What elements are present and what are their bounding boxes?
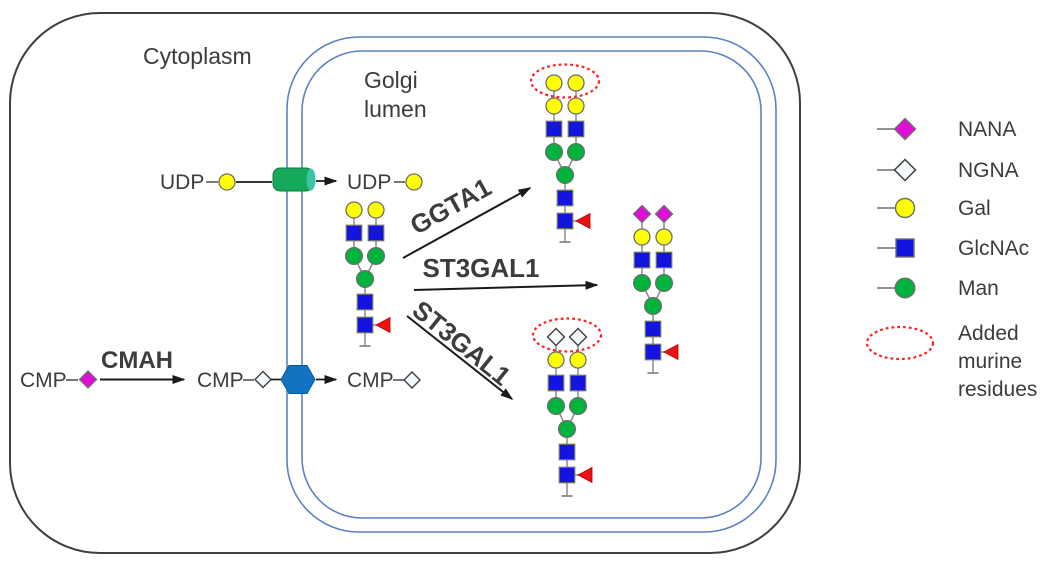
gal-icon [569,351,587,369]
legend-label-glcnac: GlcNAc [958,237,1029,260]
gal-icon [545,74,563,92]
legend-label-added-line1: Added [958,322,1019,345]
glycan-nana-product [632,204,679,374]
glcnac-icon [547,374,565,392]
nana-icon [78,370,98,389]
glcnac-icon [558,443,576,461]
glcnac-icon [356,316,374,334]
man-icon [544,142,564,162]
gal-icon [367,201,385,219]
added-murine-ellipse-icon [529,63,601,99]
glcnac-icon [545,120,563,138]
legend-label-man: Man [958,277,999,300]
ngna-icon [254,370,272,389]
legend-item-man: Man [877,277,999,300]
gal-icon [633,228,651,246]
legend-item-added-murine: Added murine residues [865,322,1037,401]
added-murine-ellipse-icon [865,325,935,361]
glcnac-icon [556,189,574,207]
legend-item-nana: NANA [877,117,1016,141]
legend-item-ngna: NGNA [877,158,1019,182]
golgi-lumen-label-line1: Golgi [364,67,418,93]
man-icon [555,165,575,185]
fucose-icon [375,316,391,334]
glcnac-icon [644,343,662,361]
gal-icon [545,97,563,115]
glycan-ngna-product [531,317,603,497]
gal-icon [567,74,585,92]
glcnac-icon [567,120,585,138]
cmp-label-ngna-cytoplasm: CMP [197,369,244,392]
gal-icon [405,173,423,191]
ngna-icon [893,158,917,182]
fucose-icon [577,466,593,484]
man-icon [557,419,577,439]
glcnac-icon [895,238,915,258]
glcnac-icon [345,224,363,242]
gal-icon [218,173,236,191]
glcnac-icon [569,374,587,392]
fucose-icon [663,343,679,361]
man-icon [355,269,375,289]
glcnac-icon [556,212,574,230]
gal-icon [567,97,585,115]
man-icon [566,142,586,162]
legend-label-nana: NANA [958,118,1016,141]
glcnac-icon [558,466,576,484]
gal-icon [345,201,363,219]
man-icon [546,396,566,416]
man-icon [654,273,674,293]
cytoplasm-label: Cytoplasm [143,43,252,69]
gal-icon [655,228,673,246]
legend: NANA NGNA Gal GlcNAc Man Added murine re… [865,117,1037,401]
st3gal1-arrow-mid [413,280,599,291]
gal-icon [894,197,916,219]
man-icon [643,296,663,316]
legend-label-added-line3: residues [958,378,1037,401]
cell-membrane [9,12,801,554]
udp-label-cytoplasm: UDP [160,171,204,194]
cmp-label-ngna-golgi: CMP [347,369,394,392]
ggta1-arrow [402,187,532,259]
legend-label-added-line2: murine [958,350,1022,373]
glycan-alpha-gal-product [529,63,601,243]
added-murine-ellipse-icon [531,317,603,353]
st3gal1-arrow-lower [406,315,514,400]
man-icon [632,273,652,293]
legend-label-gal: Gal [958,197,991,220]
nana-icon [654,204,674,224]
golgi-membrane-outer [286,36,777,533]
ngna-icon [546,327,566,347]
ngna-icon [403,371,421,389]
man-icon [366,246,386,266]
glcnac-icon [633,251,651,269]
nana-icon [632,204,652,224]
glcnac-icon [356,293,374,311]
udp-label-golgi: UDP [347,171,391,194]
legend-label-ngna: NGNA [958,159,1019,182]
glycan-structures [344,63,679,497]
glcnac-icon [367,224,385,242]
udp-gal-transporter [272,167,316,192]
golgi-lumen-label-line2: lumen [364,96,427,122]
man-icon [894,277,916,299]
man-icon [344,246,364,266]
cmp-label-nana: CMP [20,369,67,392]
nana-icon [893,117,917,141]
st3gal1-label-mid: ST3GAL1 [422,253,539,283]
legend-item-glcnac: GlcNAc [877,237,1029,260]
glcnac-icon [644,320,662,338]
glcnac-icon [655,251,673,269]
cmah-label: CMAH [101,347,173,374]
legend-item-gal: Gal [877,197,991,220]
ngna-icon [568,327,588,347]
gal-icon [547,351,565,369]
cmp-transporter [280,365,316,394]
golgi-membrane-inner [301,50,762,519]
fucose-icon [575,212,591,230]
glycan-substrate [344,201,391,347]
man-icon [568,396,588,416]
